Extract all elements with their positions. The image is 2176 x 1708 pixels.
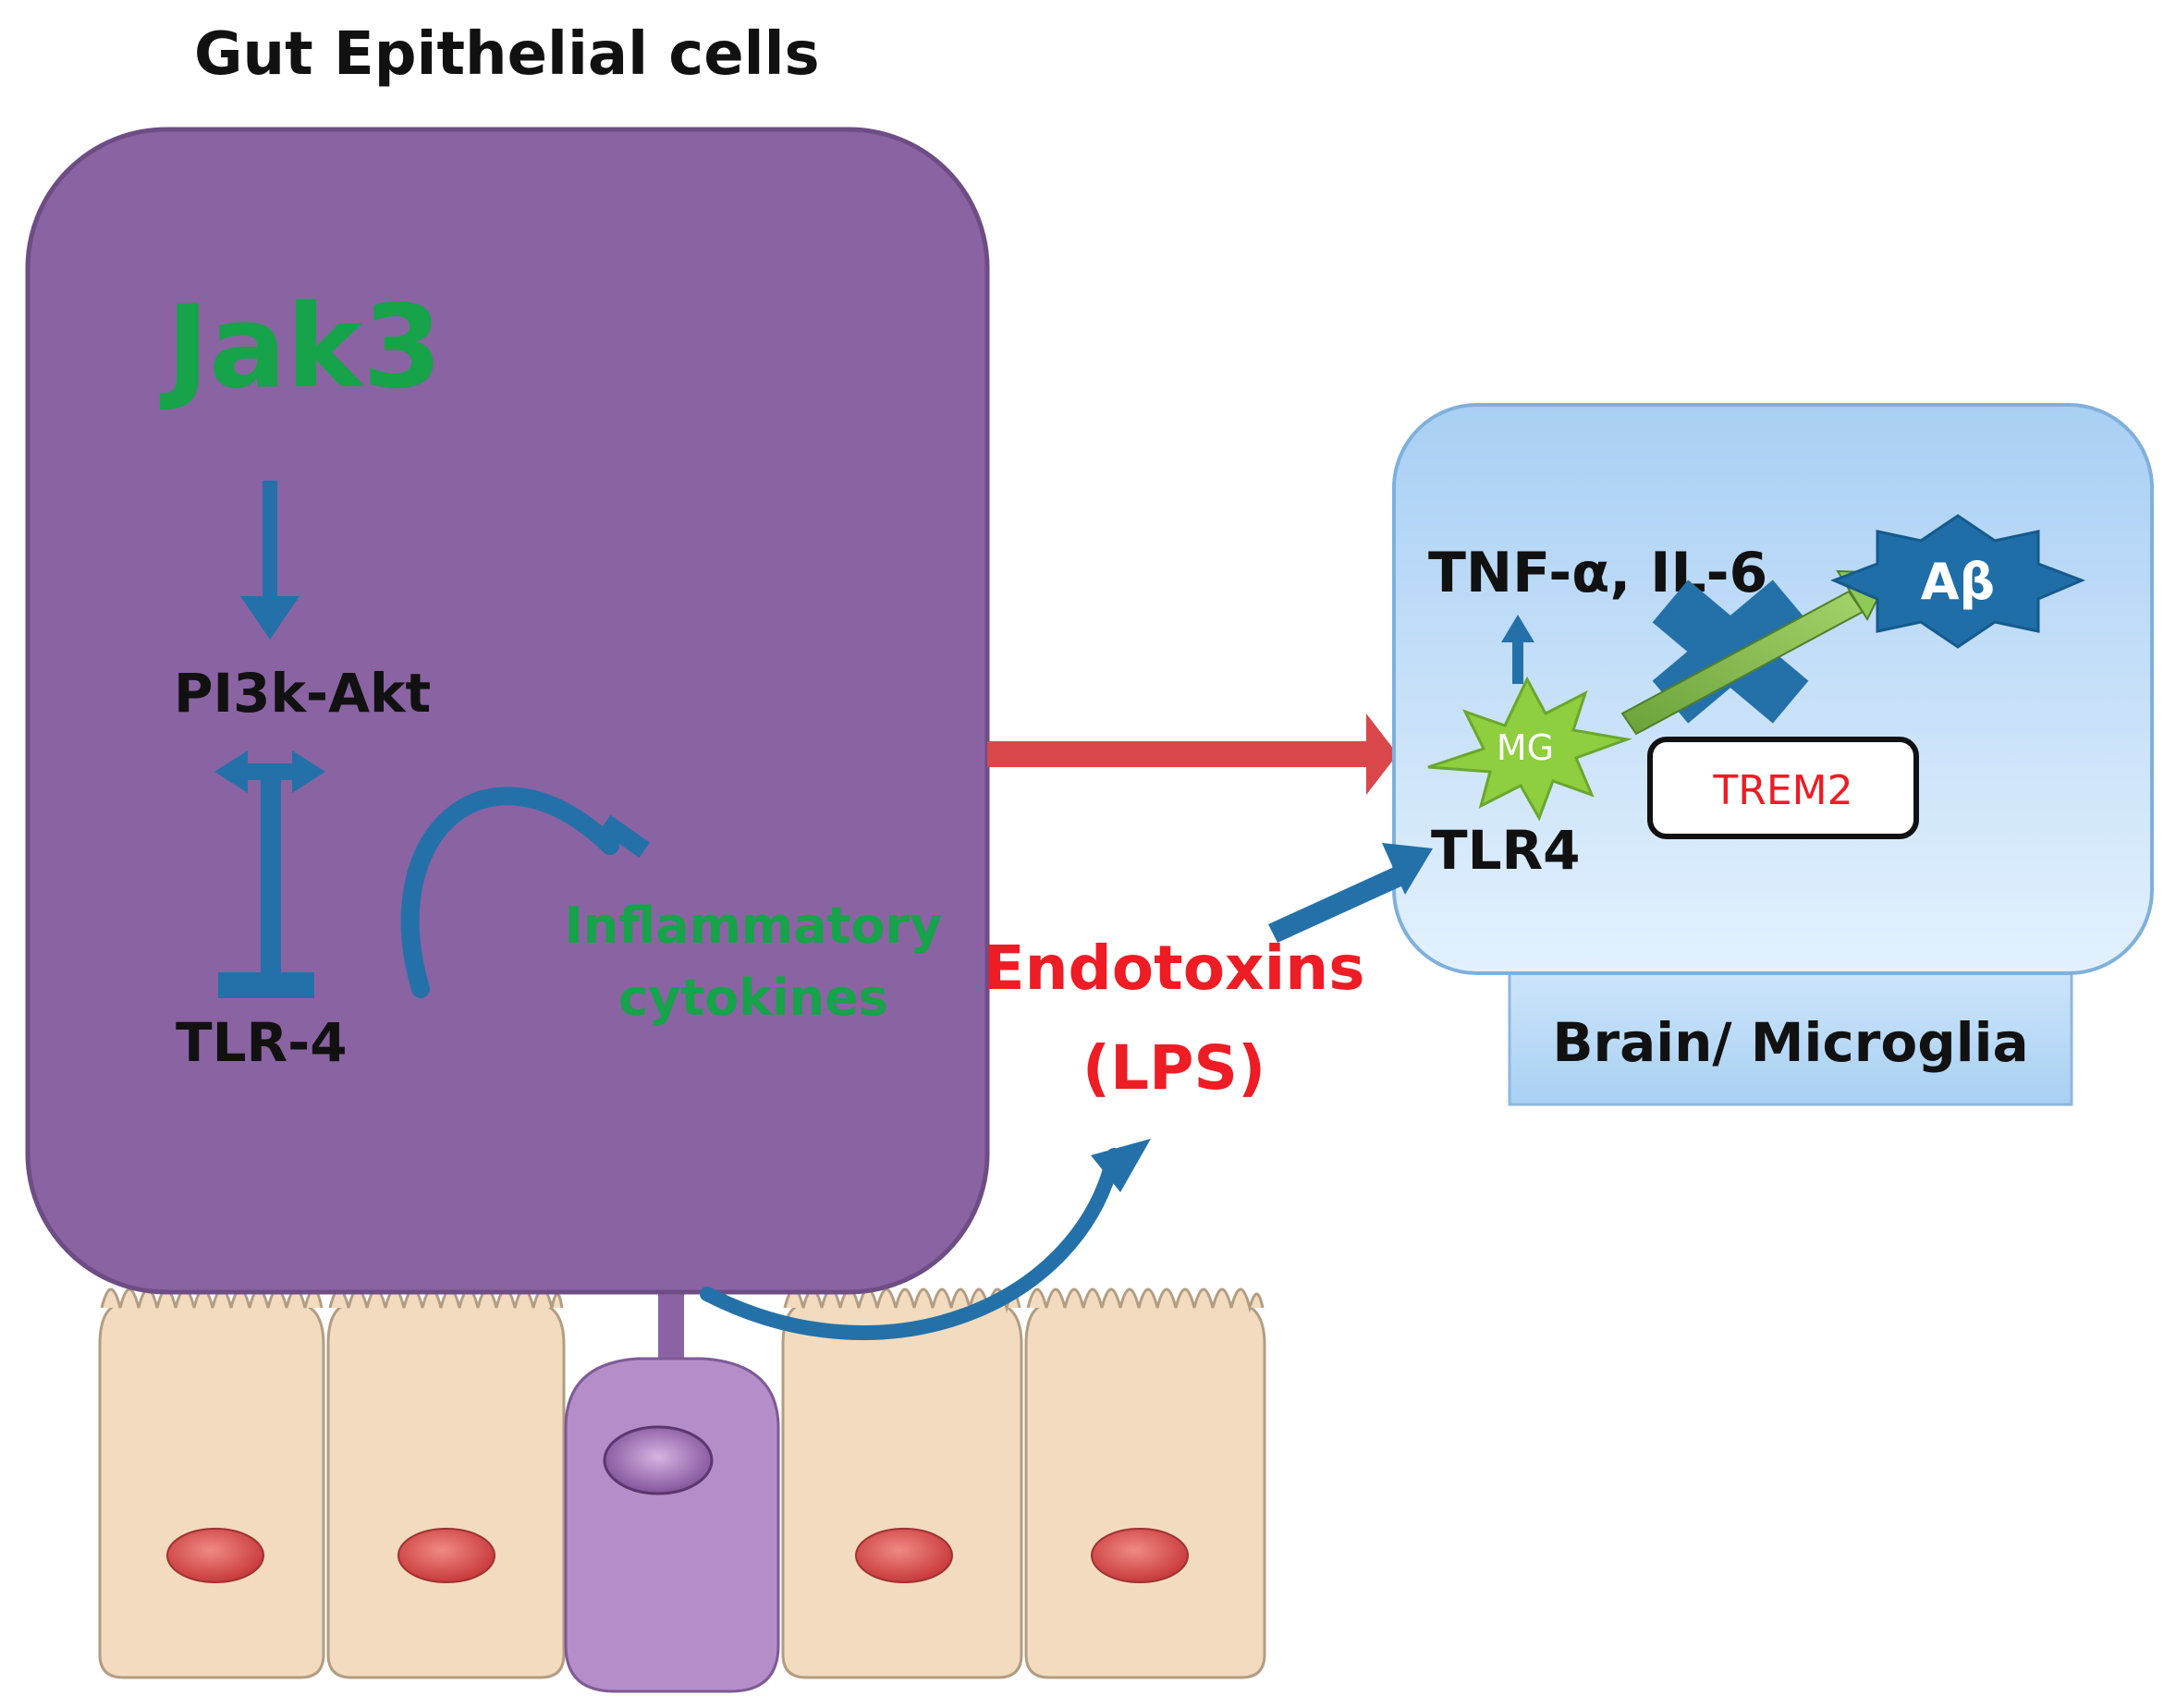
endotoxins-label: Endotoxins bbox=[983, 933, 1364, 1004]
gut-to-endotoxins-arrow bbox=[700, 1139, 1151, 1340]
brain-microglia-label: Brain/ Microglia bbox=[1552, 1011, 2028, 1074]
nucleus bbox=[397, 1528, 495, 1583]
brain-tlr4-label: TLR4 bbox=[1431, 819, 1581, 882]
jak3-to-pi3k-arrow bbox=[240, 481, 300, 640]
gut-to-brain-arrow bbox=[987, 714, 1398, 795]
tlr4-to-cytokines-inhibition bbox=[400, 787, 651, 998]
nucleus bbox=[166, 1528, 264, 1583]
abeta-star bbox=[1829, 514, 2086, 649]
tlr4-label: TLR-4 bbox=[176, 1011, 348, 1074]
inflammatory-cytokines-line2: cytokines bbox=[618, 969, 888, 1027]
lps-label: (LPS) bbox=[1082, 1032, 1265, 1104]
epithelial-cell bbox=[781, 1287, 1023, 1679]
mg-to-tnf-arrow bbox=[1501, 615, 1534, 684]
pi3k-akt-label: PI3k-Akt bbox=[174, 662, 431, 725]
lps-to-tlr4-arrow bbox=[1268, 843, 1433, 943]
page-title: Gut Epithelial cells bbox=[194, 20, 820, 89]
nucleus bbox=[1091, 1528, 1189, 1583]
jak3-label: Jak3 bbox=[160, 281, 443, 414]
epithelial-cell bbox=[326, 1287, 566, 1679]
pi3k-tlr4-inhibition bbox=[214, 750, 325, 998]
tnf-il6-label: TNF-α, IL-6 bbox=[1428, 541, 1767, 605]
trem2-label: TREM2 bbox=[1712, 767, 1852, 814]
epithelium bbox=[98, 1287, 1266, 1693]
goblet-cell bbox=[564, 1289, 780, 1693]
goblet-nucleus bbox=[603, 1425, 714, 1495]
abeta-label: Aβ bbox=[1921, 553, 1995, 611]
gut-cell bbox=[25, 127, 990, 1295]
epithelial-cell bbox=[98, 1287, 325, 1679]
trem2-box bbox=[1647, 737, 1919, 839]
inflammatory-cytokines-line1: Inflammatory bbox=[565, 897, 943, 955]
epithelial-cell bbox=[1024, 1287, 1266, 1679]
mg-label: MG bbox=[1497, 727, 1554, 768]
nucleus bbox=[855, 1528, 953, 1583]
microglia-star bbox=[1427, 676, 1632, 822]
brain-label-box bbox=[1508, 959, 2073, 1106]
